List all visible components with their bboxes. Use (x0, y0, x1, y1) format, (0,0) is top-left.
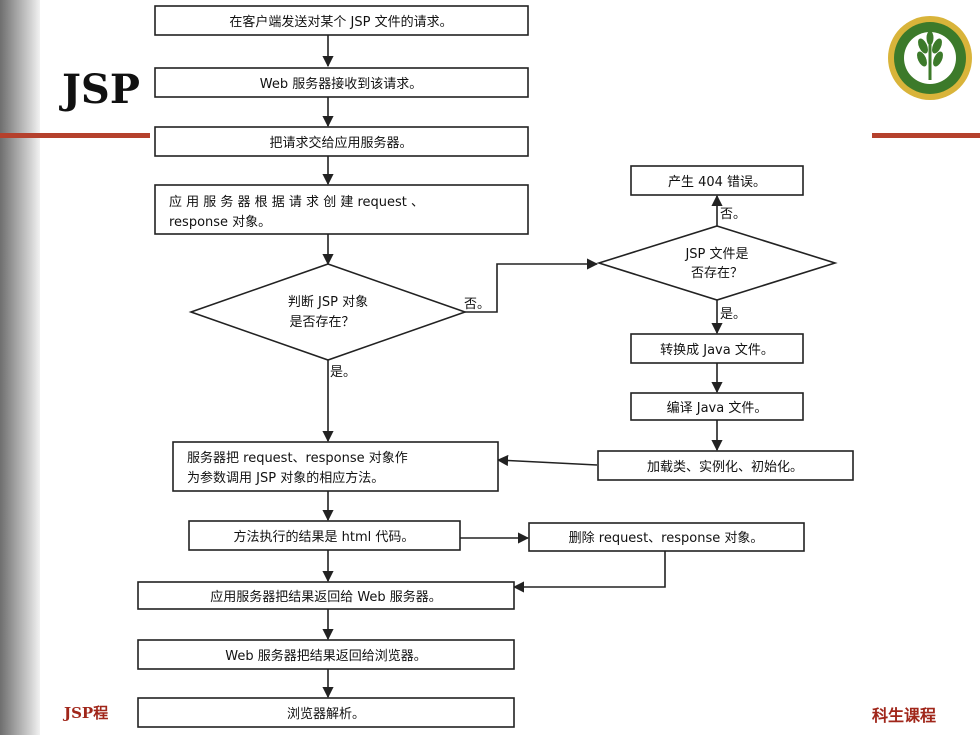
step-return-to-web-server-text: 应用服务器把结果返回给 Web 服务器。 (210, 589, 442, 605)
flowchart-connectors (322, 35, 723, 699)
step-create-request-response: 应 用 服 务 器 根 据 请 求 创 建 request 、 response… (154, 184, 529, 235)
step-return-to-browser-text: Web 服务器把结果返回给浏览器。 (225, 648, 426, 664)
university-logo-icon (888, 16, 972, 100)
step-compile-java-text: 编译 Java 文件。 (667, 401, 768, 416)
decision-jsp-object-exists-line2: 是否存在？ (289, 315, 354, 330)
decision-jsp-file-exists-line1: JSP 文件是 (684, 247, 748, 262)
step-browser-parse: 浏览器解析。 (137, 697, 515, 728)
step-forward-to-app-server-text: 把请求交给应用服务器。 (269, 135, 412, 151)
step-invoke-jsp-method-line1: 服务器把 request、response 对象作 (187, 450, 408, 466)
step-error-404-text: 产生 404 错误。 (668, 175, 766, 190)
step-invoke-jsp-method: 服务器把 request、response 对象作 为参数调用 JSP 对象的相… (172, 441, 499, 492)
step-delete-request-response: 删除 request、response 对象。 (528, 522, 805, 552)
step-web-server-receive: Web 服务器接收到该请求。 (154, 67, 529, 98)
step-web-server-receive-text: Web 服务器接收到该请求。 (260, 76, 422, 92)
label-yes-1: 是。 (330, 365, 356, 380)
step-forward-to-app-server: 把请求交给应用服务器。 (154, 126, 529, 157)
step-delete-request-response-text: 删除 request、response 对象。 (569, 531, 764, 546)
footer-left-text: JSP程 (64, 704, 109, 722)
step-error-404: 产生 404 错误。 (630, 165, 804, 196)
step-return-to-browser: Web 服务器把结果返回给浏览器。 (137, 639, 515, 670)
decision-jsp-object-exists: 判断 JSP 对象 是否存在？ (188, 263, 468, 361)
decision-jsp-object-exists-line1: 判断 JSP 对象 (288, 295, 368, 310)
step-convert-java: 转换成 Java 文件。 (630, 333, 804, 364)
left-gradient-bar (0, 0, 40, 735)
step-load-instantiate-init: 加载类、实例化、初始化。 (597, 450, 854, 481)
step-client-request: 在客户端发送对某个 JSP 文件的请求。 (154, 5, 529, 36)
step-invoke-jsp-method-line2: 为参数调用 JSP 对象的相应方法。 (187, 470, 384, 486)
label-no-1: 否。 (464, 297, 490, 312)
slide-title: JSP (62, 66, 140, 113)
step-result-html: 方法执行的结果是 html 代码。 (188, 520, 461, 551)
footer-right-text: 科生课程 (872, 706, 937, 725)
label-yes-2: 是。 (720, 307, 746, 322)
step-create-request-response-line2: response 对象。 (169, 215, 271, 230)
decision-jsp-file-exists-line2: 否存在？ (691, 266, 743, 281)
step-convert-java-text: 转换成 Java 文件。 (660, 343, 774, 358)
step-create-request-response-line1: 应 用 服 务 器 根 据 请 求 创 建 request 、 (169, 194, 424, 210)
step-return-to-web-server: 应用服务器把结果返回给 Web 服务器。 (137, 581, 515, 610)
step-browser-parse-text: 浏览器解析。 (287, 706, 365, 722)
step-result-html-text: 方法执行的结果是 html 代码。 (234, 529, 415, 545)
step-compile-java: 编译 Java 文件。 (630, 392, 804, 421)
step-client-request-text: 在客户端发送对某个 JSP 文件的请求。 (229, 14, 452, 30)
decision-jsp-file-exists: JSP 文件是 否存在？ (596, 225, 838, 301)
label-no-2: 否。 (720, 207, 746, 222)
title-rule-left (0, 133, 150, 138)
step-load-instantiate-init-text: 加载类、实例化、初始化。 (647, 460, 803, 475)
title-rule-right (872, 133, 980, 138)
